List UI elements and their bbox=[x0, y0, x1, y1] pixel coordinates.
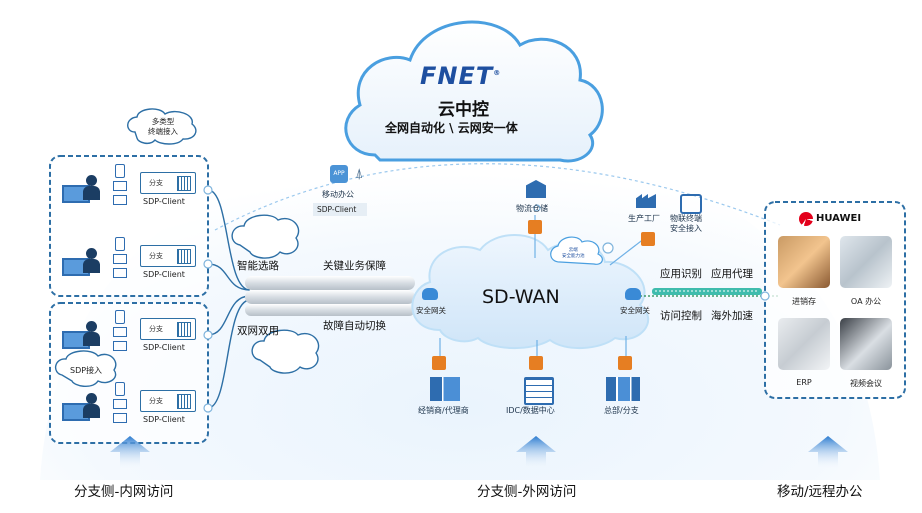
terminal-devices-icon bbox=[113, 382, 127, 432]
fnet-logo: FNET® bbox=[420, 62, 501, 90]
iot-terminal-icon bbox=[680, 194, 702, 214]
firewall-icon-dealer bbox=[432, 356, 446, 370]
cloud-title: 云中控 bbox=[438, 100, 489, 120]
sdp-client-label: SDP-Client bbox=[143, 415, 185, 424]
app-photo-oa bbox=[840, 236, 892, 288]
barcode-icon bbox=[177, 176, 191, 191]
site-idc: IDC/数据中心 bbox=[506, 406, 555, 415]
terminal-devices-icon bbox=[113, 164, 127, 214]
barcode-icon bbox=[177, 249, 191, 264]
site-dealer: 经销商/代理商 bbox=[418, 406, 469, 415]
access-control-label: 访问控制 bbox=[660, 310, 702, 322]
server-icon-idc bbox=[524, 377, 554, 405]
sdp-client-label: SDP-Client bbox=[143, 343, 185, 352]
firewall-icon-idc bbox=[529, 356, 543, 370]
gateway-right-label: 安全网关 bbox=[620, 306, 650, 315]
app-erp-label: ERP bbox=[796, 378, 812, 387]
app-inventory-label: 进销存 bbox=[792, 297, 816, 306]
app-photo-erp bbox=[778, 318, 830, 370]
site-iot: 物联终端 安全接入 bbox=[670, 214, 702, 233]
branch-card: 分支 bbox=[140, 245, 196, 267]
huawei-brand: HUAWEI bbox=[816, 213, 862, 224]
bottom-label-left: 分支侧-内网访问 bbox=[74, 484, 174, 500]
site-factory: 生产工厂 bbox=[628, 214, 660, 223]
antenna-icon: ⍋ bbox=[355, 166, 364, 182]
warehouse-icon bbox=[526, 180, 546, 198]
app-identify-label: 应用识别 bbox=[660, 268, 702, 280]
gateway-right-icon bbox=[625, 288, 641, 300]
app-video-label: 视频会议 bbox=[850, 379, 882, 388]
registered-mark: ® bbox=[493, 69, 502, 77]
site-hq: 总部/分支 bbox=[604, 406, 639, 415]
key-business-label: 关键业务保障 bbox=[323, 260, 386, 272]
bottom-label-right: 移动/远程办公 bbox=[777, 484, 863, 500]
app-proxy-label: 应用代理 bbox=[711, 268, 753, 280]
terminal-bubble-text: 多类型 终端接入 bbox=[148, 117, 178, 136]
app-oa-label: OA 办公 bbox=[850, 297, 882, 306]
gateway-left-label: 安全网关 bbox=[416, 306, 446, 315]
user-desk-icon bbox=[62, 175, 102, 205]
user-desk-icon bbox=[62, 321, 102, 351]
app-photo-video bbox=[840, 318, 892, 370]
branch-card-label: 分支 bbox=[149, 252, 163, 260]
terminal-devices-icon bbox=[113, 310, 127, 360]
firewall-icon-hq bbox=[618, 356, 632, 370]
firewall-icon-factory bbox=[641, 232, 655, 246]
user-desk-icon bbox=[62, 248, 102, 278]
mini-cloud-label: 云端 安全能力池 bbox=[562, 248, 585, 259]
building-icon-hq bbox=[606, 377, 640, 401]
barcode-icon bbox=[177, 394, 191, 409]
branch-card-label: 分支 bbox=[149, 179, 163, 187]
branch-card: 分支 bbox=[140, 390, 196, 412]
mobile-office-client-badge: SDP-Client bbox=[313, 203, 367, 216]
branch-card: 分支 bbox=[140, 318, 196, 340]
branch-card-label: 分支 bbox=[149, 397, 163, 405]
sdp-client-label: SDP-Client bbox=[143, 197, 185, 206]
sdwan-label: SD-WAN bbox=[482, 286, 560, 308]
sdp-client-label: SDP-Client bbox=[143, 270, 185, 279]
app-icon: APP bbox=[330, 165, 348, 183]
failover-label: 故障自动切换 bbox=[323, 320, 386, 332]
app-photo-inventory bbox=[778, 236, 830, 288]
dual-link-label: 双网双用 bbox=[237, 325, 279, 337]
user-desk-icon bbox=[62, 393, 102, 423]
smart-routing-label: 智能选路 bbox=[237, 260, 279, 272]
barcode-icon bbox=[177, 322, 191, 337]
bottom-label-center: 分支侧-外网访问 bbox=[477, 484, 577, 500]
fnet-brand: FNET bbox=[420, 62, 494, 90]
sdp-bubble-text: SDP接入 bbox=[70, 366, 103, 375]
factory-icon bbox=[636, 194, 656, 208]
terminal-devices-icon bbox=[113, 237, 127, 287]
cloud-subtitle: 全网自动化 \ 云网安一体 bbox=[385, 121, 518, 135]
branch-card-label: 分支 bbox=[149, 325, 163, 333]
mobile-office-client: SDP-Client bbox=[317, 205, 357, 214]
mobile-office-label: 移动办公 bbox=[322, 190, 354, 199]
overseas-label: 海外加速 bbox=[711, 310, 753, 322]
gateway-left-icon bbox=[422, 288, 438, 300]
branch-card: 分支 bbox=[140, 172, 196, 194]
building-icon-dealer bbox=[430, 377, 460, 401]
site-logistics: 物流仓储 bbox=[516, 204, 548, 213]
huawei-logo-icon bbox=[799, 212, 813, 226]
firewall-icon-logistics bbox=[528, 220, 542, 234]
